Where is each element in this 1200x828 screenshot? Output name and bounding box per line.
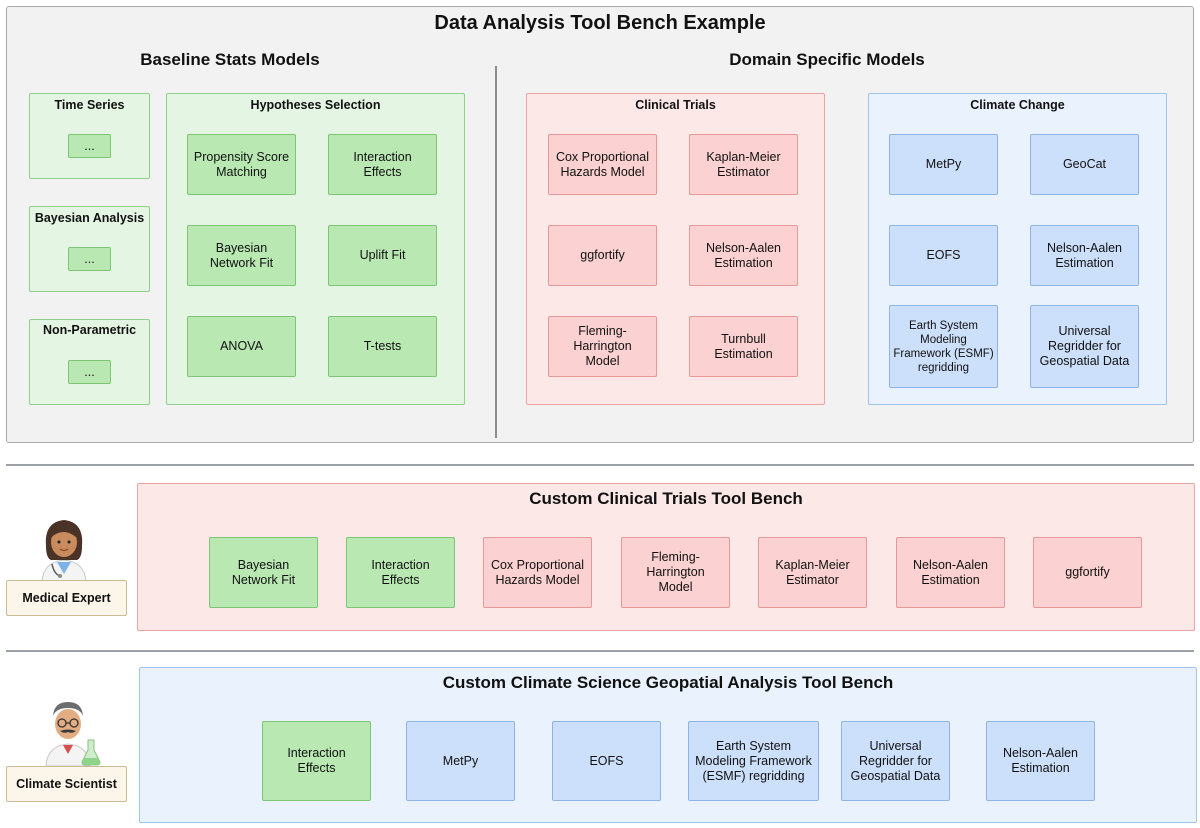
universal-regridder-card[interactable]: Universal Regridder for Geospatial Data — [1030, 305, 1139, 388]
interaction-effects-card[interactable]: Interaction Effects — [328, 134, 437, 195]
climate-scientist-label: Climate Scientist — [6, 766, 127, 802]
bayesian-analysis-title: Bayesian Analysis — [34, 211, 145, 225]
medical-expert-avatar — [41, 520, 87, 582]
bench-universal-regridder-card[interactable]: Universal Regridder for Geospatial Data — [841, 721, 950, 801]
domain-section-title: Domain Specific Models — [729, 50, 925, 69]
bench-cox-proportional-card[interactable]: Cox Proportional Hazards Model — [483, 537, 592, 608]
clinical-bench-title: Custom Clinical Trials Tool Bench — [529, 489, 803, 508]
time-series-title: Time Series — [54, 98, 125, 112]
bench-fleming-harrington-card[interactable]: Fleming-Harrington Model — [621, 537, 730, 608]
hypotheses-selection-title: Hypotheses Selection — [250, 98, 381, 112]
time-series-item[interactable]: ... — [68, 134, 111, 158]
esmf-regridding-card[interactable]: Earth System Modeling Framework (ESMF) r… — [889, 305, 998, 388]
bench-kaplan-meier-card[interactable]: Kaplan-Meier Estimator — [758, 537, 867, 608]
non-parametric-item[interactable]: ... — [68, 360, 111, 384]
climate-change-title: Climate Change — [970, 98, 1065, 112]
cox-proportional-card[interactable]: Cox Proportional Hazards Model — [548, 134, 657, 195]
bench-nelson-aalen-card[interactable]: Nelson-Aalen Estimation — [896, 537, 1005, 608]
section-separator — [6, 464, 1194, 466]
bench-eofs-card[interactable]: EOFS — [552, 721, 661, 801]
climate-bench-title: Custom Climate Science Geopatial Analysi… — [442, 673, 894, 692]
metpy-card[interactable]: MetPy — [889, 134, 998, 195]
bench-nelson-aalen-climate-card[interactable]: Nelson-Aalen Estimation — [986, 721, 1095, 801]
bench-interaction-effects-card[interactable]: Interaction Effects — [346, 537, 455, 608]
bayesian-network-fit-card[interactable]: Bayesian Network Fit — [187, 225, 296, 286]
nelson-aalen-card[interactable]: Nelson-Aalen Estimation — [689, 225, 798, 286]
bench-metpy-card[interactable]: MetPy — [406, 721, 515, 801]
propensity-score-matching-card[interactable]: Propensity Score Matching — [187, 134, 296, 195]
fleming-harrington-card[interactable]: Fleming-Harrington Model — [548, 316, 657, 377]
clinical-trials-title: Clinical Trials — [635, 98, 716, 112]
uplift-fit-card[interactable]: Uplift Fit — [328, 225, 437, 286]
bench-interaction-effects-climate-card[interactable]: Interaction Effects — [262, 721, 371, 801]
anova-card[interactable]: ANOVA — [187, 316, 296, 377]
climate-scientist-avatar — [45, 702, 101, 766]
turnbull-card[interactable]: Turnbull Estimation — [689, 316, 798, 377]
medical-expert-label: Medical Expert — [6, 580, 127, 616]
eofs-card[interactable]: EOFS — [889, 225, 998, 286]
geocat-card[interactable]: GeoCat — [1030, 134, 1139, 195]
bench-ggfortify-card[interactable]: ggfortify — [1033, 537, 1142, 608]
kaplan-meier-card[interactable]: Kaplan-Meier Estimator — [689, 134, 798, 195]
section-divider — [495, 66, 497, 438]
bench-esmf-regridding-card[interactable]: Earth System Modeling Framework (ESMF) r… — [688, 721, 819, 801]
baseline-section-title: Baseline Stats Models — [140, 50, 320, 69]
non-parametric-title: Non-Parametric — [42, 323, 137, 337]
section-separator — [6, 650, 1194, 652]
nelson-aalen-climate-card[interactable]: Nelson-Aalen Estimation — [1030, 225, 1139, 286]
bayesian-analysis-item[interactable]: ... — [68, 247, 111, 271]
t-tests-card[interactable]: T-tests — [328, 316, 437, 377]
bench-bayesian-network-fit-card[interactable]: Bayesian Network Fit — [209, 537, 318, 608]
ggfortify-card[interactable]: ggfortify — [548, 225, 657, 286]
page-title: Data Analysis Tool Bench Example — [434, 12, 766, 34]
